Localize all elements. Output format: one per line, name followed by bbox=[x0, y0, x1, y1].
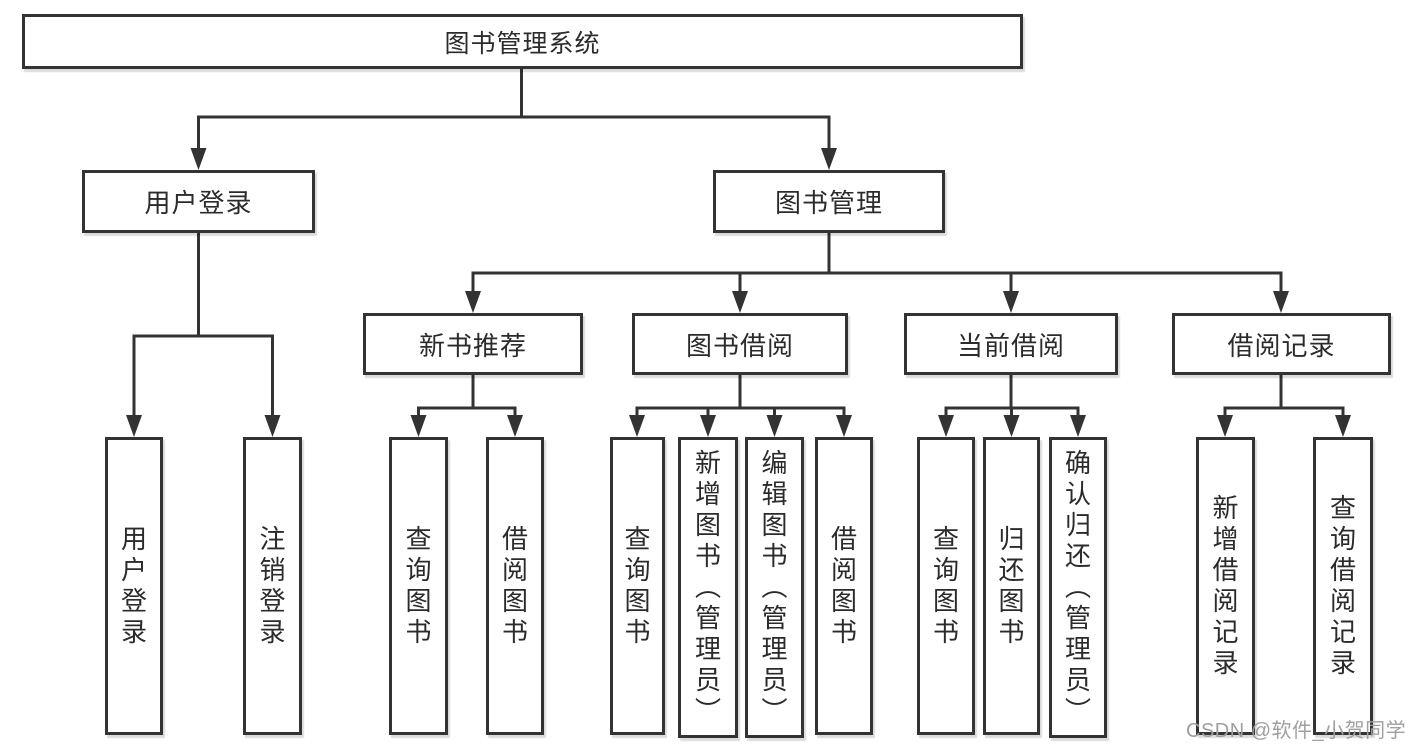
node-label: 图书管理系统 bbox=[444, 29, 601, 58]
leaf-label: 用 户 登 录 bbox=[120, 524, 147, 647]
node-label: 图书管理 bbox=[774, 188, 883, 218]
leaf-label: 编 辑 图 书 ︵ 管 理 员 ︶ bbox=[761, 448, 788, 726]
leaf-label: 归 还 图 书 bbox=[998, 524, 1025, 647]
leaf-confirm-return-admin: 确 认 归 还 ︵ 管 理 员 ︶ bbox=[1049, 437, 1107, 738]
csdn-watermark: CSDN @软件_小贺同学 bbox=[1186, 720, 1405, 742]
leaf-query-books-current: 查 询 图 书 bbox=[917, 437, 975, 735]
node-label: 新书推荐 bbox=[418, 330, 527, 361]
leaf-label: 查 询 图 书 bbox=[405, 524, 432, 647]
leaf-label: 借 阅 图 书 bbox=[830, 524, 857, 647]
leaf-query-books-borrow: 查 询 图 书 bbox=[610, 437, 665, 735]
node-label: 借阅记录 bbox=[1227, 330, 1336, 361]
leaf-return-books: 归 还 图 书 bbox=[983, 437, 1040, 735]
leaf-label: 借 阅 图 书 bbox=[501, 524, 528, 647]
leaf-borrow-books-recommend: 借 阅 图 书 bbox=[486, 437, 544, 735]
leaf-label: 新 增 借 阅 记 录 bbox=[1212, 493, 1239, 678]
leaf-label: 查 询 图 书 bbox=[932, 524, 959, 647]
node-new-book-recommendation: 新书推荐 bbox=[363, 313, 583, 375]
node-label: 用户登录 bbox=[144, 188, 253, 218]
leaf-label: 注 销 登 录 bbox=[259, 524, 286, 647]
node-library-management-system: 图书管理系统 bbox=[22, 14, 1023, 69]
leaf-query-books-recommend: 查 询 图 书 bbox=[389, 437, 448, 735]
leaf-borrow-books: 借 阅 图 书 bbox=[815, 437, 873, 735]
leaf-query-borrow-record: 查 询 借 阅 记 录 bbox=[1313, 437, 1373, 735]
connector-line bbox=[132, 69, 1345, 417]
leaf-label: 新 增 图 书 ︵ 管 理 员 ︶ bbox=[694, 448, 721, 726]
node-book-management: 图书管理 bbox=[713, 170, 945, 233]
leaf-logout: 注 销 登 录 bbox=[243, 437, 302, 735]
node-user-login: 用户登录 bbox=[82, 170, 315, 233]
leaf-add-borrow-record: 新 增 借 阅 记 录 bbox=[1196, 437, 1255, 735]
leaf-add-books-admin: 新 增 图 书 ︵ 管 理 员 ︶ bbox=[678, 437, 738, 738]
arrowhead-icon bbox=[126, 148, 1351, 437]
leaf-label: 确 认 归 还 ︵ 管 理 员 ︶ bbox=[1064, 448, 1091, 726]
leaf-label: 查 询 图 书 bbox=[624, 524, 651, 647]
node-borrowing-records: 借阅记录 bbox=[1172, 313, 1391, 375]
node-book-borrowing: 图书借阅 bbox=[632, 313, 848, 375]
node-label: 图书借阅 bbox=[685, 330, 794, 361]
leaf-edit-books-admin: 编 辑 图 书 ︵ 管 理 员 ︶ bbox=[745, 437, 804, 738]
leaf-user-login: 用 户 登 录 bbox=[105, 437, 163, 735]
leaf-label: 查 询 借 阅 记 录 bbox=[1329, 493, 1356, 678]
node-label: 当前借阅 bbox=[956, 330, 1065, 361]
node-current-borrowing: 当前借阅 bbox=[904, 313, 1118, 375]
